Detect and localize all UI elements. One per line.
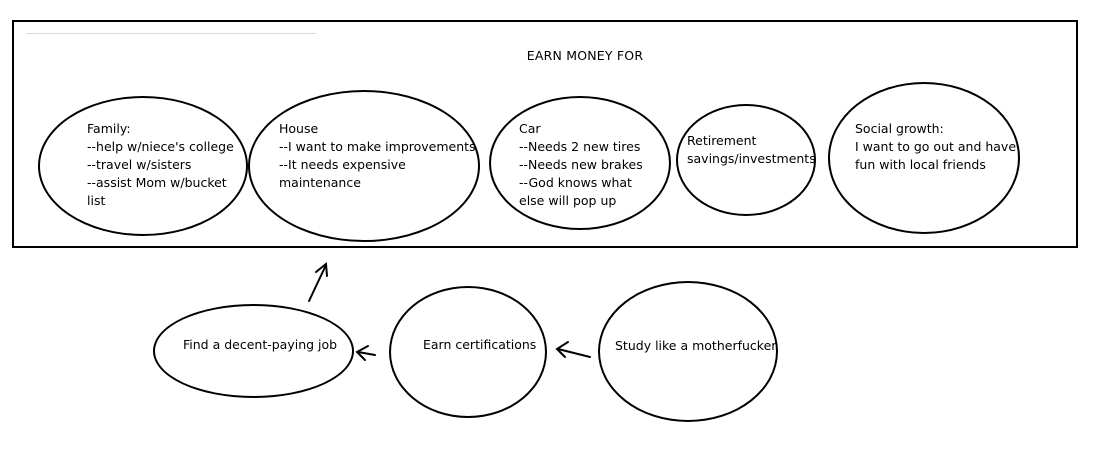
family-title: Family: — [87, 121, 131, 136]
family-oval — [38, 96, 248, 236]
retirement-text: Retirement savings/investments — [687, 133, 816, 166]
job-oval — [153, 304, 354, 398]
job-label: Find a decent-paying job — [183, 337, 338, 352]
social-title: Social growth: — [855, 121, 944, 136]
certs-label: Earn certifications — [423, 337, 537, 352]
social-details: I want to go out and have fun with local… — [855, 139, 1017, 172]
arrow-certs-to-job — [355, 345, 376, 361]
car-details: --Needs 2 new tires --Needs new brakes -… — [519, 139, 643, 208]
diagram-heading: EARN MONEY FOR — [526, 48, 644, 63]
arrow-study-to-certs — [555, 341, 591, 358]
house-oval — [248, 90, 480, 242]
house-title: House — [279, 121, 319, 136]
study-oval — [598, 281, 778, 422]
retirement-oval — [676, 104, 816, 216]
family-details: --help w/niece's college --travel w/sist… — [87, 139, 234, 208]
study-label: Study like a motherfucker — [615, 338, 777, 353]
faint-divider — [26, 33, 316, 34]
car-title: Car — [519, 121, 541, 136]
house-details: --I want to make improvements --It needs… — [279, 139, 476, 190]
social-oval — [828, 82, 1020, 234]
car-oval — [489, 96, 671, 230]
certs-oval — [389, 286, 547, 418]
earn-money-frame — [12, 20, 1078, 248]
arrow-job-to-goals — [308, 262, 328, 302]
